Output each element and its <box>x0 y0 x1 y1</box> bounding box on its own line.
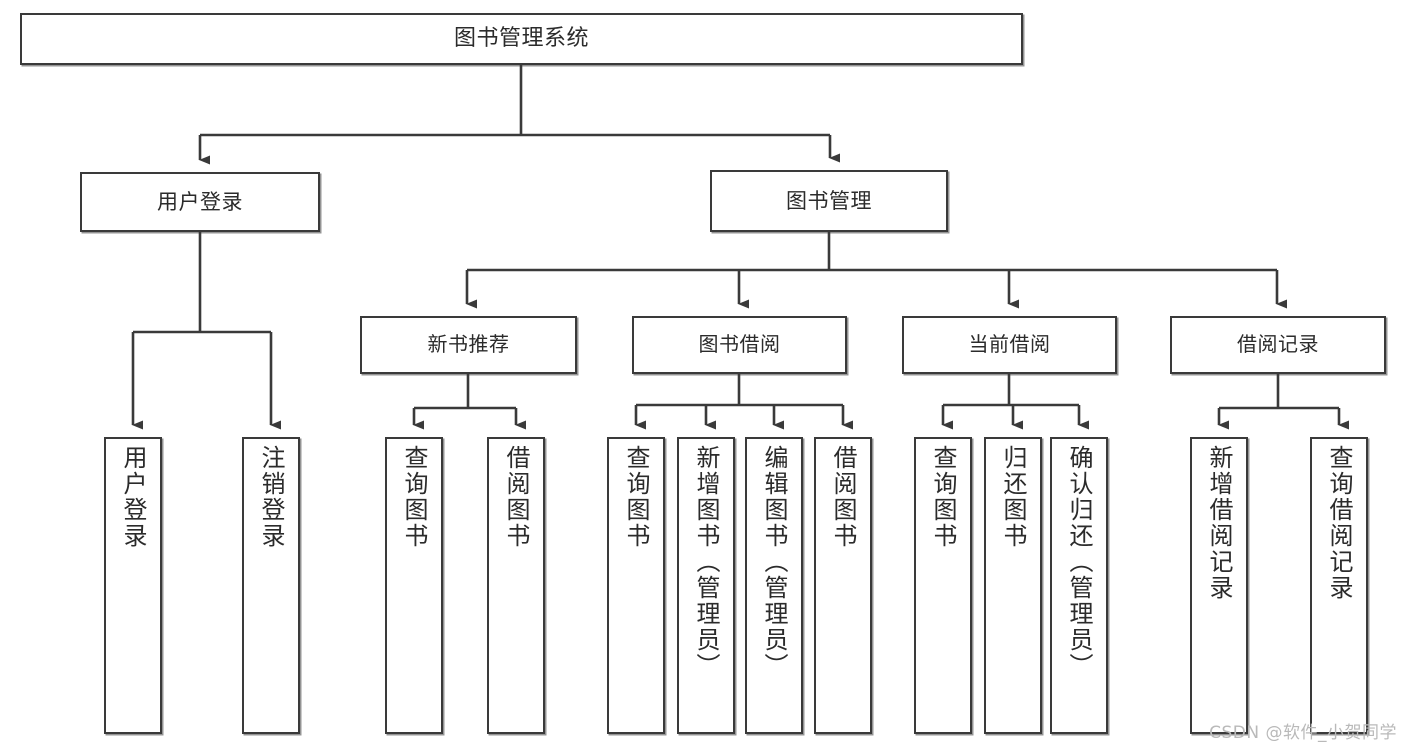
node-label-current-borrow: 当前借阅 <box>968 332 1051 357</box>
node-label-leaf-add-borrow-record: 新增借阅记录 <box>1205 445 1233 601</box>
node-leaf-query-borrow-record[interactable]: 查询借阅记录 <box>1310 437 1368 734</box>
node-book-borrow[interactable]: 图书借阅 <box>632 316 847 374</box>
node-leaf-query-book-recommend[interactable]: 查询图书 <box>385 437 443 734</box>
node-leaf-user-login[interactable]: 用户登录 <box>104 437 162 734</box>
node-current-borrow[interactable]: 当前借阅 <box>902 316 1117 374</box>
node-label-root: 图书管理系统 <box>453 26 589 52</box>
node-label-leaf-query-book-current: 查询图书 <box>929 445 957 549</box>
node-leaf-return-book[interactable]: 归还图书 <box>984 437 1042 734</box>
node-label-borrow-record: 借阅记录 <box>1237 332 1319 357</box>
node-book-management[interactable]: 图书管理 <box>710 170 948 232</box>
node-label-leaf-query-book-recommend: 查询图书 <box>400 445 428 549</box>
node-root-system[interactable]: 图书管理系统 <box>20 13 1023 65</box>
node-leaf-add-book-admin[interactable]: 新增图书（管理员） <box>677 437 735 734</box>
node-leaf-borrow-book-recommend[interactable]: 借阅图书 <box>487 437 545 734</box>
node-leaf-query-book-current[interactable]: 查询图书 <box>914 437 972 734</box>
node-leaf-query-book-borrow[interactable]: 查询图书 <box>607 437 665 734</box>
node-label-leaf-add-book-admin: 新增图书（管理员） <box>692 445 720 679</box>
node-user-login[interactable]: 用户登录 <box>80 172 320 232</box>
node-leaf-confirm-return-admin[interactable]: 确认归还（管理员） <box>1050 437 1108 734</box>
node-label-book-borrow: 图书借阅 <box>698 332 781 357</box>
node-label-new-book-recommend: 新书推荐 <box>427 332 510 357</box>
node-label-leaf-query-book-borrow: 查询图书 <box>622 445 650 549</box>
csdn-watermark: CSDN @软件_小贺同学 <box>1209 723 1397 743</box>
node-label-leaf-query-borrow-record: 查询借阅记录 <box>1325 445 1353 601</box>
node-label-leaf-user-logout: 注销登录 <box>257 445 285 549</box>
node-leaf-user-logout[interactable]: 注销登录 <box>242 437 300 734</box>
node-label-leaf-borrow-book-recommend: 借阅图书 <box>502 445 530 549</box>
node-new-book-recommend[interactable]: 新书推荐 <box>360 316 577 374</box>
node-label-leaf-borrow-book: 借阅图书 <box>829 445 857 549</box>
node-leaf-edit-book-admin[interactable]: 编辑图书（管理员） <box>745 437 803 734</box>
node-label-leaf-user-login: 用户登录 <box>119 445 147 549</box>
node-borrow-record[interactable]: 借阅记录 <box>1170 316 1386 374</box>
node-label-user-login: 用户登录 <box>157 189 243 214</box>
node-label-leaf-edit-book-admin: 编辑图书（管理员） <box>760 445 788 679</box>
node-leaf-add-borrow-record[interactable]: 新增借阅记录 <box>1190 437 1248 734</box>
node-label-book-management: 图书管理 <box>786 188 872 213</box>
node-label-leaf-confirm-return-admin: 确认归还（管理员） <box>1065 445 1093 679</box>
node-label-leaf-return-book: 归还图书 <box>999 445 1027 549</box>
node-leaf-borrow-book[interactable]: 借阅图书 <box>814 437 872 734</box>
